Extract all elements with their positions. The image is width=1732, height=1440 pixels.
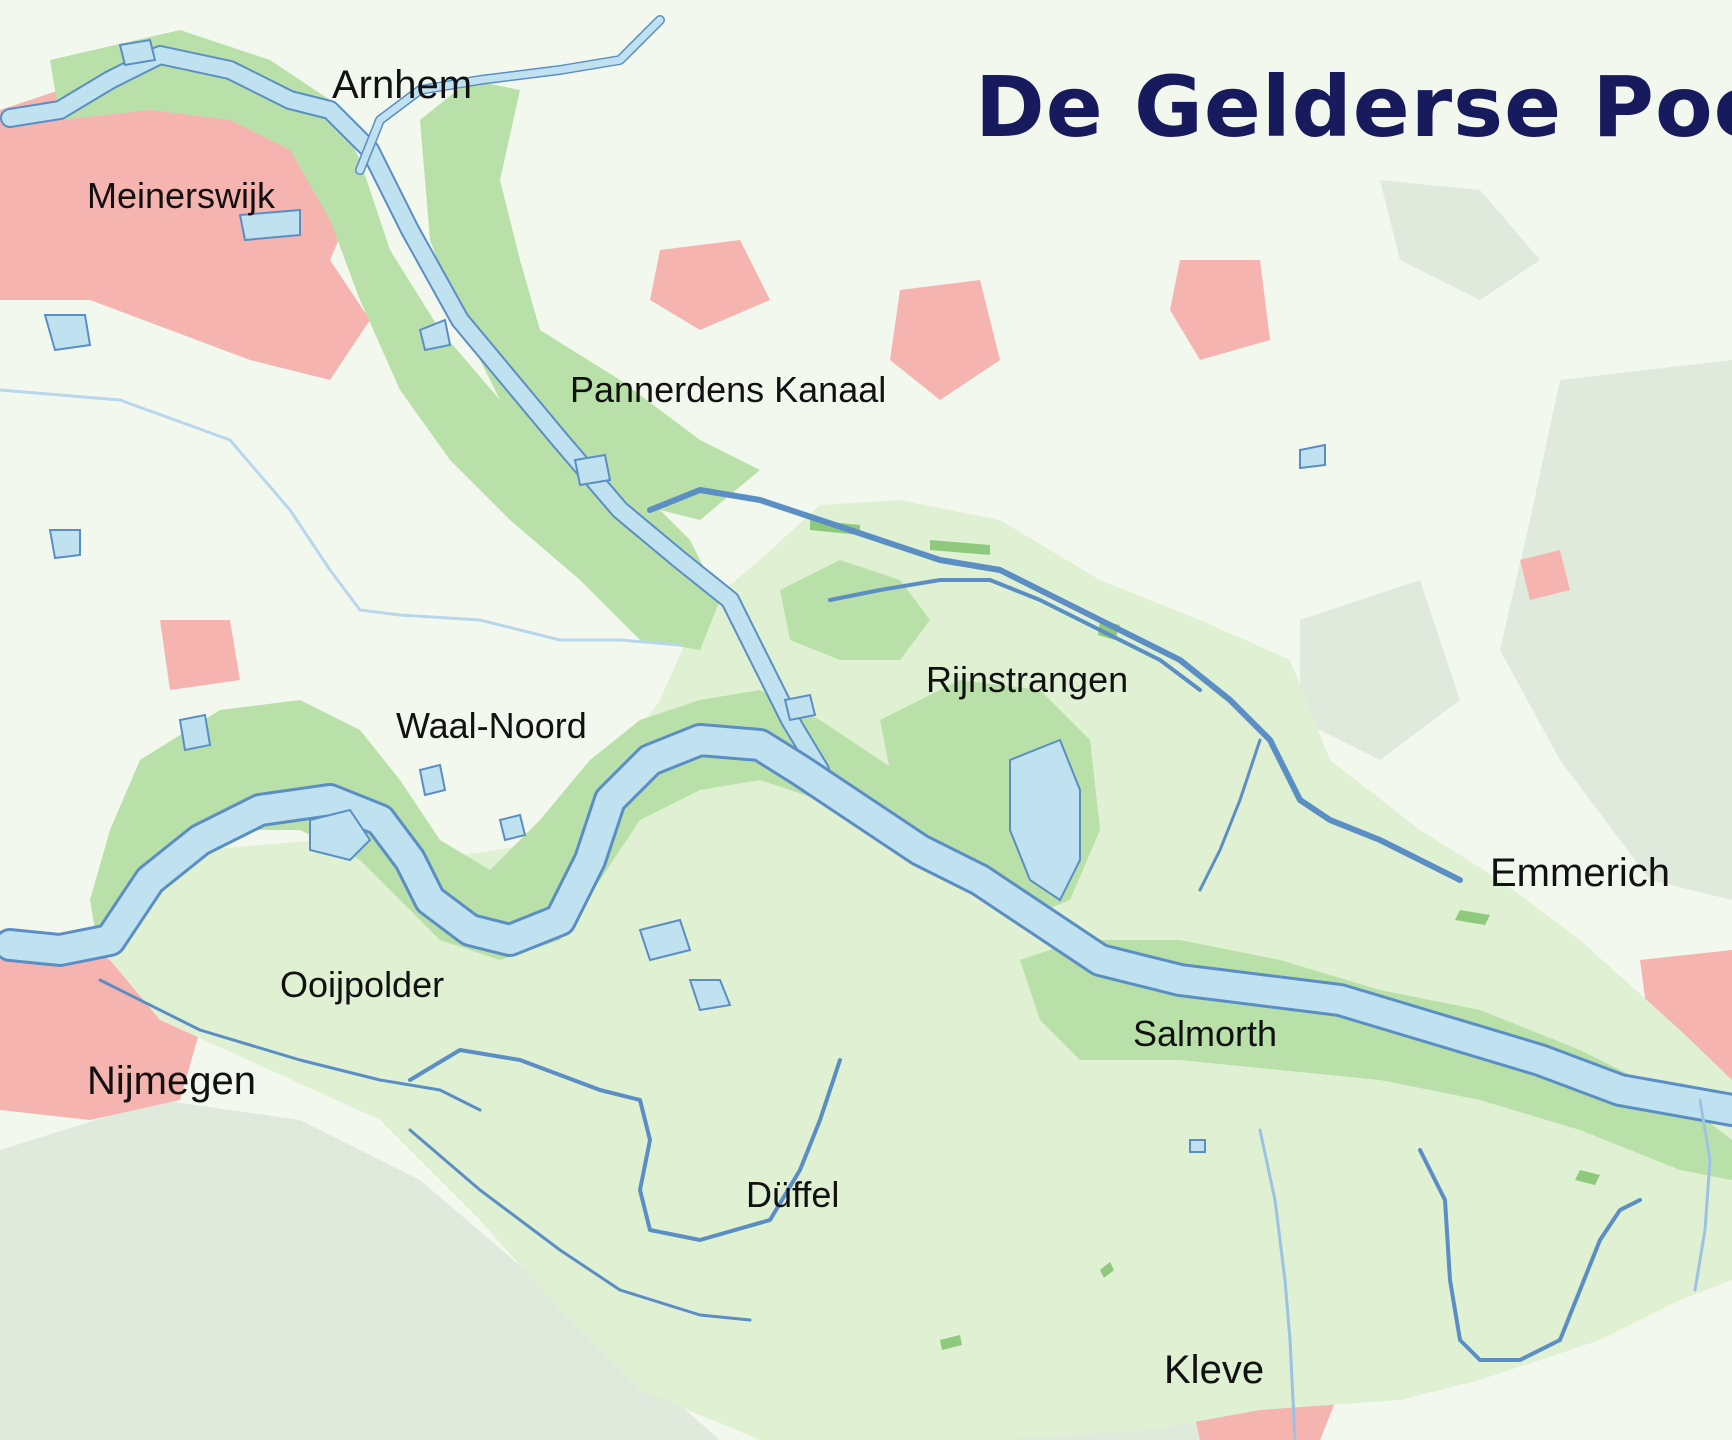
label-rijnstrangen: Rijnstrangen — [926, 659, 1129, 700]
label-salmorth: Salmorth — [1133, 1013, 1278, 1054]
label-arnhem: Arnhem — [332, 63, 473, 107]
map-title: De Gelderse Poort — [975, 58, 1732, 156]
label-meinerswijk: Meinerswijk — [87, 175, 276, 216]
label-nijmegen: Nijmegen — [87, 1059, 256, 1103]
label-kleve: Kleve — [1164, 1348, 1265, 1392]
label-ooijpolder: Ooijpolder — [280, 964, 445, 1005]
label-duffel: Düffel — [746, 1174, 840, 1215]
label-pannerdens-kanaal: Pannerdens Kanaal — [570, 369, 887, 410]
nature-area — [110, 500, 1732, 1440]
lakes — [43, 38, 1326, 1153]
label-waal-noord: Waal-Noord — [396, 705, 587, 746]
label-emmerich: Emmerich — [1490, 851, 1671, 895]
